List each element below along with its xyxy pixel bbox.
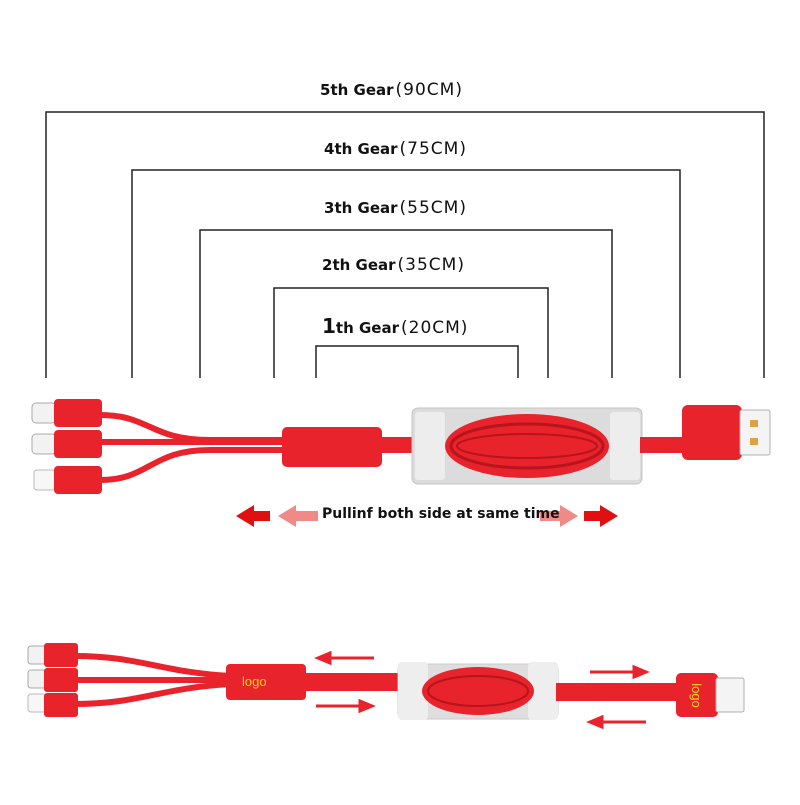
bottom-head-2 bbox=[44, 668, 78, 692]
gear-4-bracket bbox=[131, 169, 681, 378]
arrow-left-light bbox=[278, 505, 318, 527]
top-flat-cable-left bbox=[380, 437, 415, 453]
top-cable bbox=[31, 399, 771, 494]
top-reel-left-cap bbox=[415, 412, 445, 480]
bottom-head-1 bbox=[44, 643, 78, 667]
top-lightning-head bbox=[54, 466, 102, 494]
top-usbc-tip-2 bbox=[31, 433, 57, 455]
gear-4-label: 4th Gear(75CM) bbox=[324, 139, 467, 159]
bottom-splitter-sleeve bbox=[226, 664, 306, 700]
gear-5-label: 5th Gear(90CM) bbox=[320, 80, 463, 100]
top-usba-head bbox=[682, 405, 742, 460]
top-usbc-head-2 bbox=[54, 430, 102, 458]
top-usbc-head-1 bbox=[54, 399, 102, 427]
pull-instruction: Pullinf both side at same time bbox=[322, 506, 560, 522]
arrow-right-light bbox=[540, 505, 578, 527]
gear-2-label: 2th Gear(35CM) bbox=[322, 255, 465, 275]
top-reel-spool bbox=[445, 414, 609, 478]
gear-1-label: 1th Gear(20CM) bbox=[322, 314, 469, 338]
top-usbc-tip-1 bbox=[31, 402, 57, 424]
usb-logo: logo bbox=[688, 683, 704, 708]
gear-5-bracket bbox=[45, 111, 765, 378]
gear-3-label: 3th Gear(55CM) bbox=[324, 198, 467, 218]
top-lightning-tip bbox=[33, 469, 57, 491]
bottom-branch-wires bbox=[73, 653, 231, 707]
arrow-right-dark bbox=[584, 505, 618, 527]
gear-brackets bbox=[45, 111, 765, 378]
bottom-usba-head bbox=[676, 673, 718, 717]
gear-2-bracket bbox=[273, 287, 549, 378]
top-usba-plug bbox=[739, 409, 771, 456]
bottom-head-3 bbox=[44, 693, 78, 717]
top-flat-cable-right bbox=[640, 437, 684, 453]
top-reel-right-cap bbox=[610, 412, 640, 480]
gear-1-bracket bbox=[315, 345, 519, 378]
top-splitter-sleeve bbox=[282, 427, 382, 467]
bottom-reel-spool bbox=[422, 667, 534, 715]
top-branch-wires bbox=[99, 412, 285, 483]
bottom-cable bbox=[27, 643, 745, 730]
arrow-left-dark bbox=[236, 505, 270, 527]
pull-arrows bbox=[236, 505, 618, 527]
splitter-logo: logo bbox=[242, 674, 267, 689]
gear-3-bracket bbox=[199, 229, 613, 378]
